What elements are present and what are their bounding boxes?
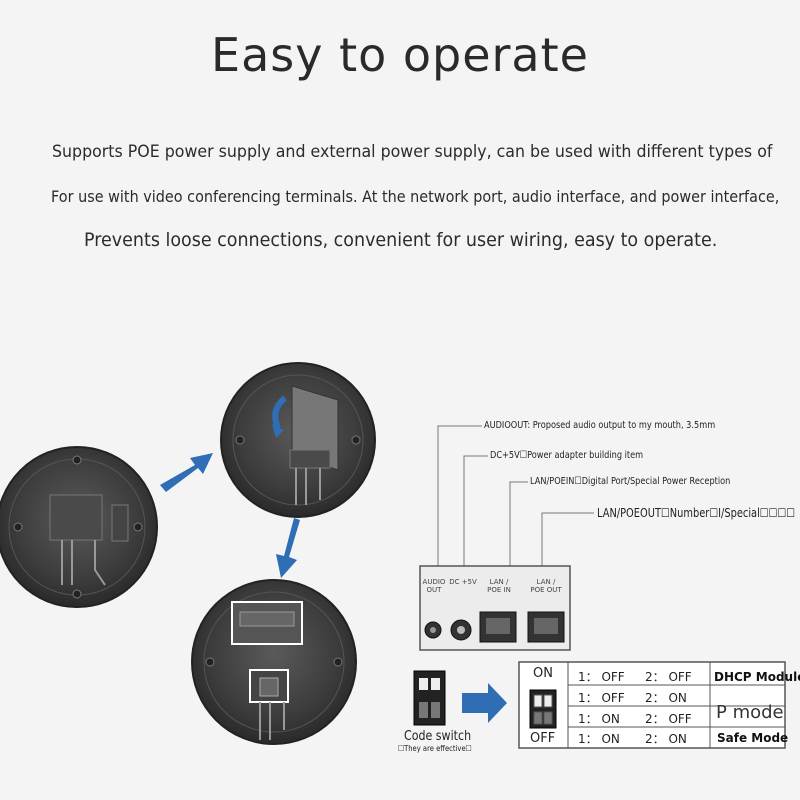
code-switch-note: ☐They are effective☐: [398, 744, 472, 753]
port-label-lan-out: LAN / POE OUT: [530, 578, 562, 594]
description-line-2: For use with video conferencing terminal…: [51, 187, 780, 206]
switch-off-label: OFF: [530, 731, 556, 746]
device-bottom-view-2: [220, 362, 376, 518]
callout-lines: [437, 425, 594, 566]
arrow-right-icon: [462, 683, 507, 723]
callout-dc-power: DC+5V☐Power adapter building item: [490, 450, 644, 461]
table-row-1-s2: 2： OFF: [645, 670, 692, 684]
arrow-down-icon: [276, 518, 300, 578]
table-row-3-s2: 2： OFF: [645, 712, 692, 726]
table-row-4-s1: 1： ON: [578, 732, 620, 746]
mode-dhcp: DHCP Module: [714, 670, 800, 684]
page-title: Easy to operate: [211, 28, 589, 82]
table-row-3-s1: 1： ON: [578, 712, 620, 726]
table-row-1-s1: 1： OFF: [578, 670, 625, 684]
switch-table-frame: [518, 661, 786, 749]
port-label-dc: DC +5V: [449, 578, 477, 586]
mode-safe: Safe Mode: [717, 731, 789, 745]
port-label-lan-in: LAN / POE IN: [487, 578, 511, 594]
description-line-1: Supports POE power supply and external p…: [52, 142, 773, 162]
code-switch-label: Code switch: [404, 729, 472, 744]
device-bottom-view-1: [0, 446, 158, 608]
device-bottom-view-3: [191, 579, 357, 745]
callout-lan-poe-in: LAN/POEIN☐Digital Port/Special Power Rec…: [530, 476, 731, 487]
description-line-3: Prevents loose connections, convenient f…: [84, 229, 718, 251]
mode-p: P mode: [716, 702, 784, 723]
callout-audio-out: AUDIOOUT: Proposed audio output to my mo…: [484, 420, 716, 431]
port-label-audio: AUDIO OUT: [422, 578, 446, 594]
dip-switch-icon: [413, 670, 446, 726]
table-row-2-s2: 2： ON: [645, 691, 687, 705]
table-row-2-s1: 1： OFF: [578, 691, 625, 705]
switch-on-label: ON: [533, 666, 553, 681]
arrow-right-icon: [160, 453, 213, 492]
port-panel: [419, 565, 571, 651]
table-row-4-s2: 2： ON: [645, 732, 687, 746]
callout-lan-poe-out: LAN/POEOUT☐Number☐I/Special☐☐☐☐: [597, 506, 796, 520]
